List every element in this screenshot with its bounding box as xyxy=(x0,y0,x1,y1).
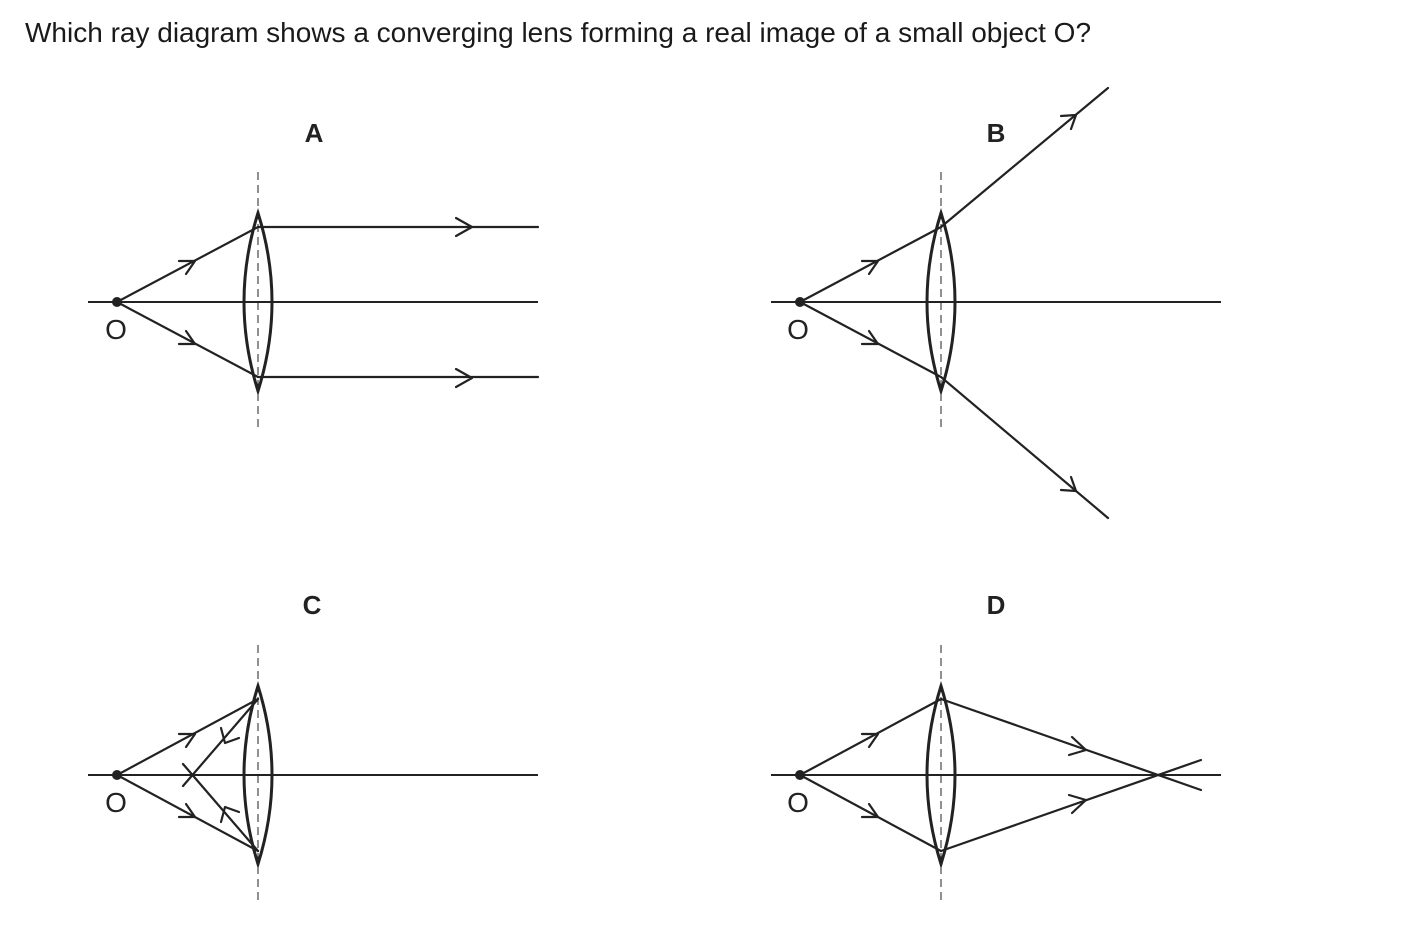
lower-ray xyxy=(798,300,1110,520)
arrow-icon xyxy=(1067,735,1088,757)
converging-lens xyxy=(242,680,274,870)
arrow-icon xyxy=(177,259,197,276)
diagram-c: C O xyxy=(88,590,538,905)
arrow-icon xyxy=(177,732,197,749)
arrow-icon xyxy=(177,329,197,346)
arrow-icon xyxy=(860,802,880,819)
arrow-icon xyxy=(219,805,241,824)
upper-refracted-ray xyxy=(181,697,260,788)
converging-lens xyxy=(242,207,274,397)
object-label: O xyxy=(105,787,127,818)
arrow-icon xyxy=(1059,475,1078,493)
lower-incident-ray xyxy=(798,773,943,853)
arrow-icon xyxy=(860,259,880,276)
lower-refracted-ray xyxy=(181,762,260,853)
object-label: O xyxy=(787,314,809,345)
object-label: O xyxy=(787,787,809,818)
arrow-icon xyxy=(1067,793,1088,815)
diagram-label-d: D xyxy=(987,590,1006,620)
lower-ray xyxy=(115,300,540,379)
arrow-icon xyxy=(454,216,474,238)
lower-refracted-ray xyxy=(939,758,1203,853)
diagram-a: A O xyxy=(88,118,540,432)
arrow-icon xyxy=(860,329,880,346)
diagram-b: B O xyxy=(771,86,1221,520)
diagram-label-a: A xyxy=(305,118,324,148)
diagram-d: D O xyxy=(771,590,1221,905)
lower-incident-ray xyxy=(115,773,260,853)
object-label: O xyxy=(105,314,127,345)
converging-lens xyxy=(925,207,957,397)
upper-ray xyxy=(115,225,540,304)
converging-lens xyxy=(925,680,957,870)
diagram-label-b: B xyxy=(987,118,1006,148)
arrow-icon xyxy=(860,732,880,749)
arrow-icon xyxy=(177,802,197,819)
question-text: Which ray diagram shows a converging len… xyxy=(25,17,1092,48)
upper-incident-ray xyxy=(798,697,943,777)
arrow-icon xyxy=(454,367,474,389)
arrow-icon xyxy=(1059,113,1078,131)
upper-ray xyxy=(798,86,1110,304)
upper-incident-ray xyxy=(115,697,260,777)
upper-refracted-ray xyxy=(939,697,1203,792)
arrow-icon xyxy=(219,726,241,745)
diagram-label-c: C xyxy=(303,590,322,620)
